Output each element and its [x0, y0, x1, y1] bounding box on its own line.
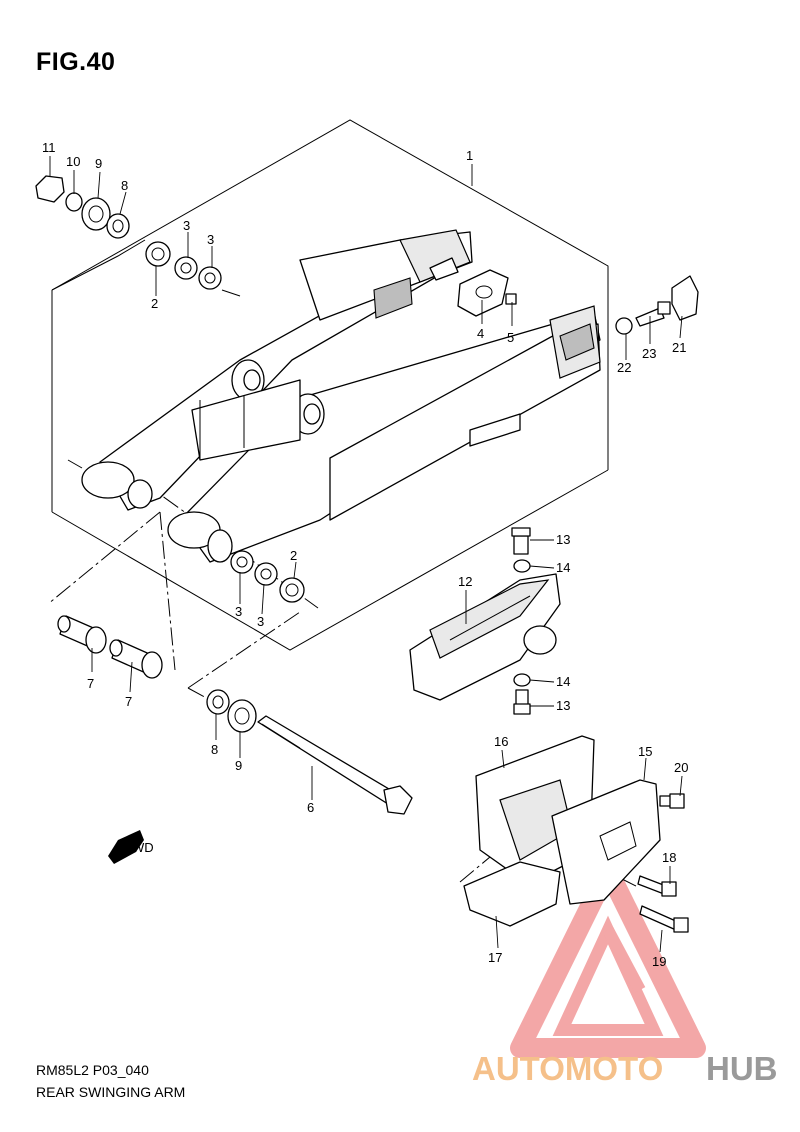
callout-4: 4: [477, 326, 484, 341]
callout-3: 3: [257, 614, 264, 629]
callout-3: 3: [207, 232, 214, 247]
callout-17: 17: [488, 950, 502, 965]
callout-8: 8: [121, 178, 128, 193]
callout-2: 2: [290, 548, 297, 563]
callout-18: 18: [662, 850, 676, 865]
chain-slider: [409, 573, 561, 701]
callout-12: 12: [458, 574, 472, 589]
watermark-part1: AUTOMOTO: [472, 1050, 663, 1087]
model-code: RM85L2 P03_040: [36, 1062, 149, 1078]
figure-title: FIG.40: [36, 48, 116, 76]
callout-7: 7: [125, 694, 132, 709]
bushings: [145, 241, 305, 603]
adjuster-parts: [615, 275, 699, 335]
watermark-part2: HUB: [706, 1050, 778, 1087]
callout-8: 8: [211, 742, 218, 757]
callout-1: 1: [466, 148, 473, 163]
assembly-frame: [51, 119, 609, 651]
callout-16: 16: [494, 734, 508, 749]
pivot-bolt: [206, 689, 413, 815]
callout-6: 6: [307, 800, 314, 815]
callout-23: 23: [642, 346, 656, 361]
watermark-text: AUTOMOTO HUB: [472, 1050, 778, 1087]
callout-14: 14: [556, 674, 570, 689]
callout-13: 13: [556, 698, 570, 713]
callout-11: 11: [42, 140, 56, 155]
swing-arm: [81, 229, 601, 563]
callout-10: 10: [66, 154, 80, 169]
callout-22: 22: [617, 360, 631, 375]
figure-name: REAR SWINGING ARM: [36, 1084, 186, 1100]
callout-3: 3: [183, 218, 190, 233]
callout-5: 5: [507, 330, 514, 345]
chain-adjuster: [457, 269, 517, 317]
callout-3: 3: [235, 604, 242, 619]
callout-labels: 1 2 2 3 3 3 3 4 5 6 7 7 8 8 9 9 10 11 12…: [42, 140, 688, 969]
collars: [57, 615, 163, 679]
guide-bolts: [637, 793, 689, 933]
guide-plate: [551, 779, 661, 905]
callout-15: 15: [638, 744, 652, 759]
watermark-triangle-icon: [510, 860, 706, 1058]
callout-2: 2: [151, 296, 158, 311]
callout-20: 20: [674, 760, 688, 775]
callout-14: 14: [556, 560, 570, 575]
callout-13: 13: [556, 532, 570, 547]
pivot-nut-washers: [35, 175, 130, 239]
callout-21: 21: [672, 340, 686, 355]
callout-7: 7: [87, 676, 94, 691]
callout-9: 9: [95, 156, 102, 171]
callout-19: 19: [652, 954, 666, 969]
fwd-arrow-icon: FWD: [108, 830, 154, 864]
callout-9: 9: [235, 758, 242, 773]
svg-text:FWD: FWD: [124, 840, 154, 855]
chain-guide: [463, 735, 595, 927]
leader-lines: [49, 156, 683, 953]
